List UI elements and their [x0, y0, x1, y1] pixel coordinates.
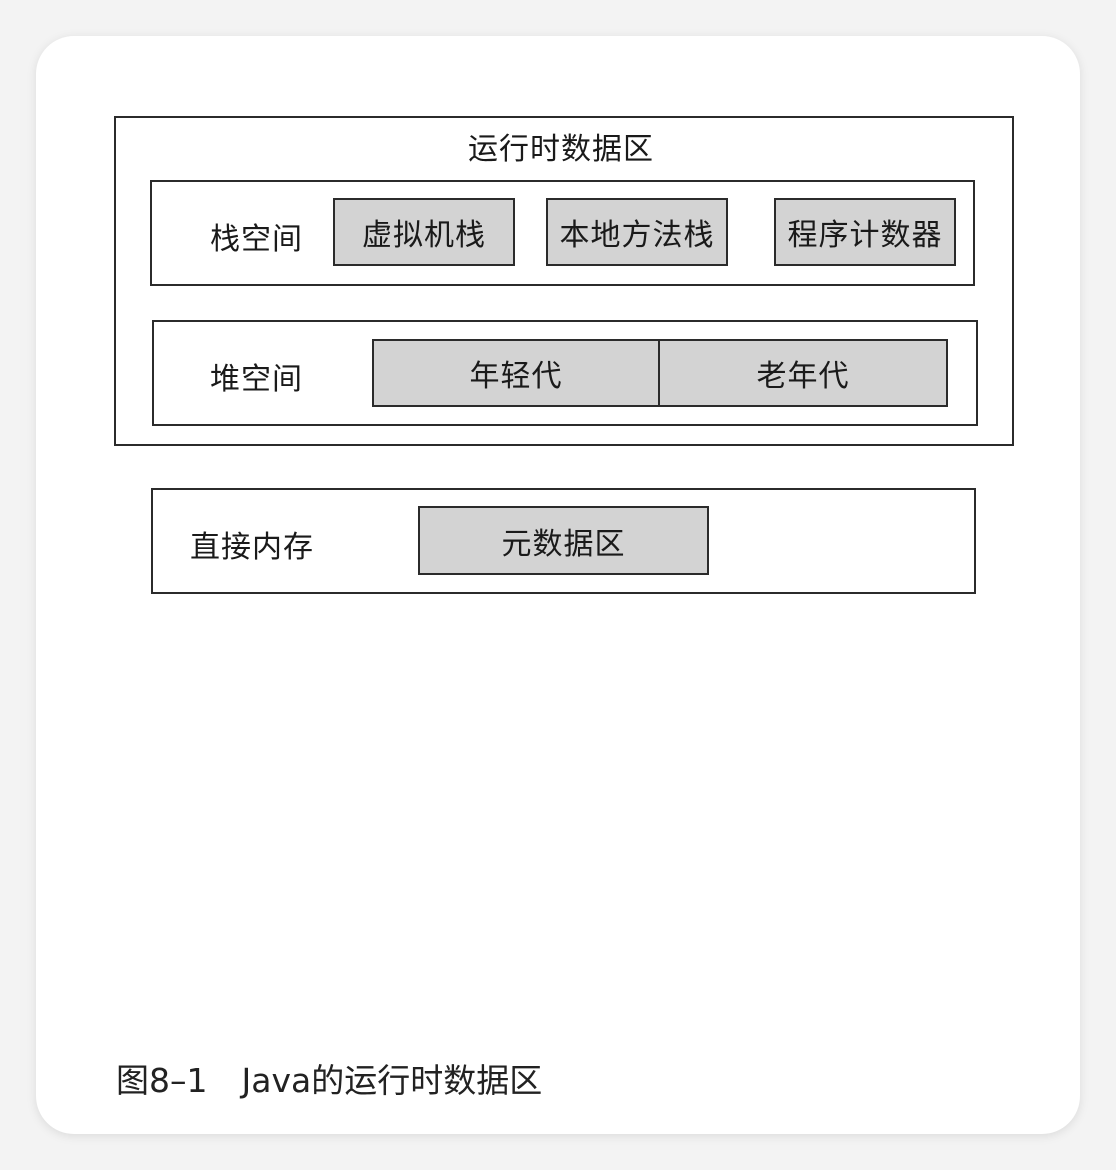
program-counter-block: 程序计数器	[774, 198, 956, 266]
young-generation-block: 年轻代	[372, 339, 660, 407]
figure-number: 图8–1	[116, 1061, 208, 1100]
stack-space-label: 栈空间	[210, 222, 303, 257]
figure-caption: 图8–1 Java的运行时数据区	[116, 1054, 542, 1102]
old-generation-block: 老年代	[658, 339, 948, 407]
vm-stack-block: 虚拟机栈	[333, 198, 515, 266]
native-method-stack-block: 本地方法栈	[546, 198, 728, 266]
direct-memory-label: 直接内存	[190, 530, 314, 565]
runtime-data-area-title: 运行时数据区	[468, 132, 654, 167]
figure-caption-text: Java的运行时数据区	[241, 1061, 543, 1100]
metaspace-block: 元数据区	[418, 506, 709, 575]
heap-space-label: 堆空间	[210, 362, 303, 397]
